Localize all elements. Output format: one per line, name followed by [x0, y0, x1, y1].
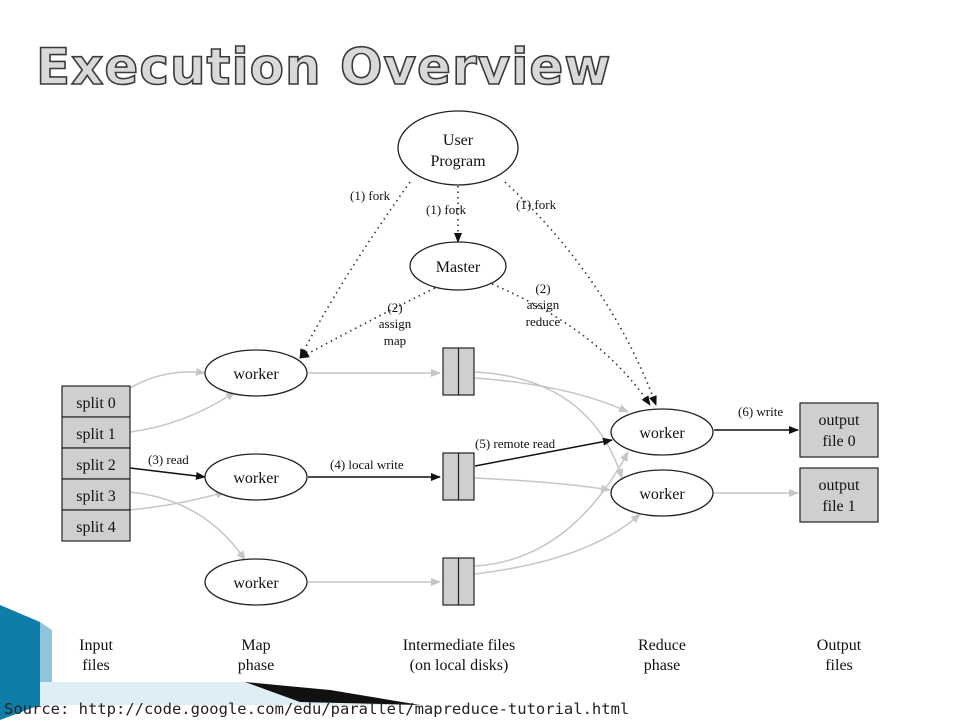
split-label: split 4 [76, 519, 116, 536]
split-box: split 3 [61, 478, 131, 511]
phase-map-line1: Map [241, 637, 270, 654]
remote-read-label: (5) remote read [475, 436, 556, 451]
source-citation: Source: http://code.google.com/edu/paral… [4, 700, 630, 718]
edge-file3-to-reduce0 [474, 451, 629, 567]
phase-labels: Input files Map phase Intermediate files… [79, 637, 862, 674]
edge-file2-to-reduce1 [474, 477, 611, 493]
map-worker-3: worker [204, 558, 308, 606]
output-file-0: output file 0 [799, 402, 879, 458]
split-label: split 1 [76, 426, 116, 443]
edge-split3-to-worker2 [129, 490, 226, 511]
intermediate-file-2 [442, 452, 475, 501]
map-worker-3-label: worker [233, 575, 279, 592]
fork-right-label: (1) fork [516, 197, 557, 212]
user-program-label-line2: Program [430, 153, 486, 170]
edge-file1-to-reduce1 [474, 371, 624, 479]
assign-reduce-label-line1: (2) [535, 281, 550, 296]
phase-reduce-line1: Reduce [638, 637, 686, 654]
edge-file1-to-reduce0 [474, 377, 629, 413]
split-box: split 2 [61, 447, 131, 480]
fork-left-label: (1) fork [350, 188, 391, 203]
edge-split3-to-worker3 [129, 491, 246, 561]
split-label: split 0 [76, 395, 116, 412]
output-file-0-line1: output [819, 412, 860, 429]
master-node: Master [409, 241, 507, 291]
input-splits: split 0 split 1 split 2 split 3 split 4 [61, 385, 131, 542]
map-worker-2: worker [204, 453, 308, 501]
reduce-worker-1-label: worker [639, 425, 685, 442]
intermediate-file-3 [442, 557, 475, 606]
user-program-node: User Program [397, 110, 519, 186]
edge-file3-to-reduce1 [474, 513, 641, 575]
read-label: (3) read [148, 452, 189, 467]
assign-map-label-line3: map [384, 333, 406, 348]
write-label: (6) write [738, 404, 783, 419]
slide-corner-decoration [0, 605, 420, 720]
slide-title: Execution Overview [35, 37, 612, 97]
output-file-1-line1: output [819, 477, 860, 494]
phase-map-line2: phase [238, 657, 274, 674]
dark-flow-edges [129, 426, 799, 481]
map-worker-2-label: worker [233, 470, 279, 487]
edge-labels: (1) fork (1) fork (1) fork (2) assign ma… [148, 188, 783, 472]
assign-reduce-label-line3: reduce [526, 314, 561, 329]
reduce-worker-2: worker [610, 469, 714, 517]
phase-intermediate-line2: (on local disks) [410, 657, 509, 674]
reduce-worker-1: worker [610, 408, 714, 456]
split-box: split 1 [61, 416, 131, 449]
map-worker-1-label: worker [233, 366, 279, 383]
assign-reduce-edge [491, 283, 651, 406]
output-file-0-line2: file 0 [822, 433, 855, 450]
edge-split1-to-worker1 [129, 391, 236, 433]
edge-file2-to-reduce0 [474, 437, 613, 467]
fork-center-label: (1) fork [426, 202, 467, 217]
master-label: Master [436, 259, 481, 276]
reduce-worker-2-label: worker [639, 486, 685, 503]
split-label: split 3 [76, 488, 116, 505]
phase-input-line2: files [82, 657, 110, 674]
assign-reduce-label-line2: assign [527, 297, 560, 312]
fork-edges [299, 181, 657, 406]
split-box: split 4 [61, 509, 131, 542]
user-program-label-line1: User [443, 132, 474, 149]
assign-map-label-line1: (2) [387, 300, 402, 315]
output-file-1: output file 1 [799, 467, 879, 523]
edge-split2-to-worker2 [129, 467, 206, 480]
assign-map-label-line2: assign [379, 316, 412, 331]
fork-edge-right [504, 181, 657, 406]
split-label: split 2 [76, 457, 116, 474]
assign-map-edge [299, 287, 436, 359]
intermediate-file-1 [442, 347, 475, 396]
map-worker-1: worker [204, 349, 308, 397]
edge-split0-to-worker1 [129, 367, 206, 389]
data-flow-edges [129, 367, 799, 586]
split-box: split 0 [61, 385, 131, 418]
phase-intermediate-line1: Intermediate files [403, 637, 515, 654]
local-write-label: (4) local write [330, 457, 404, 472]
phase-output-line1: Output [817, 637, 862, 654]
output-file-1-line2: file 1 [822, 498, 855, 515]
phase-output-line2: files [825, 657, 853, 674]
phase-input-line1: Input [79, 637, 113, 654]
fork-edge-left [299, 181, 411, 359]
phase-reduce-line2: phase [644, 657, 680, 674]
